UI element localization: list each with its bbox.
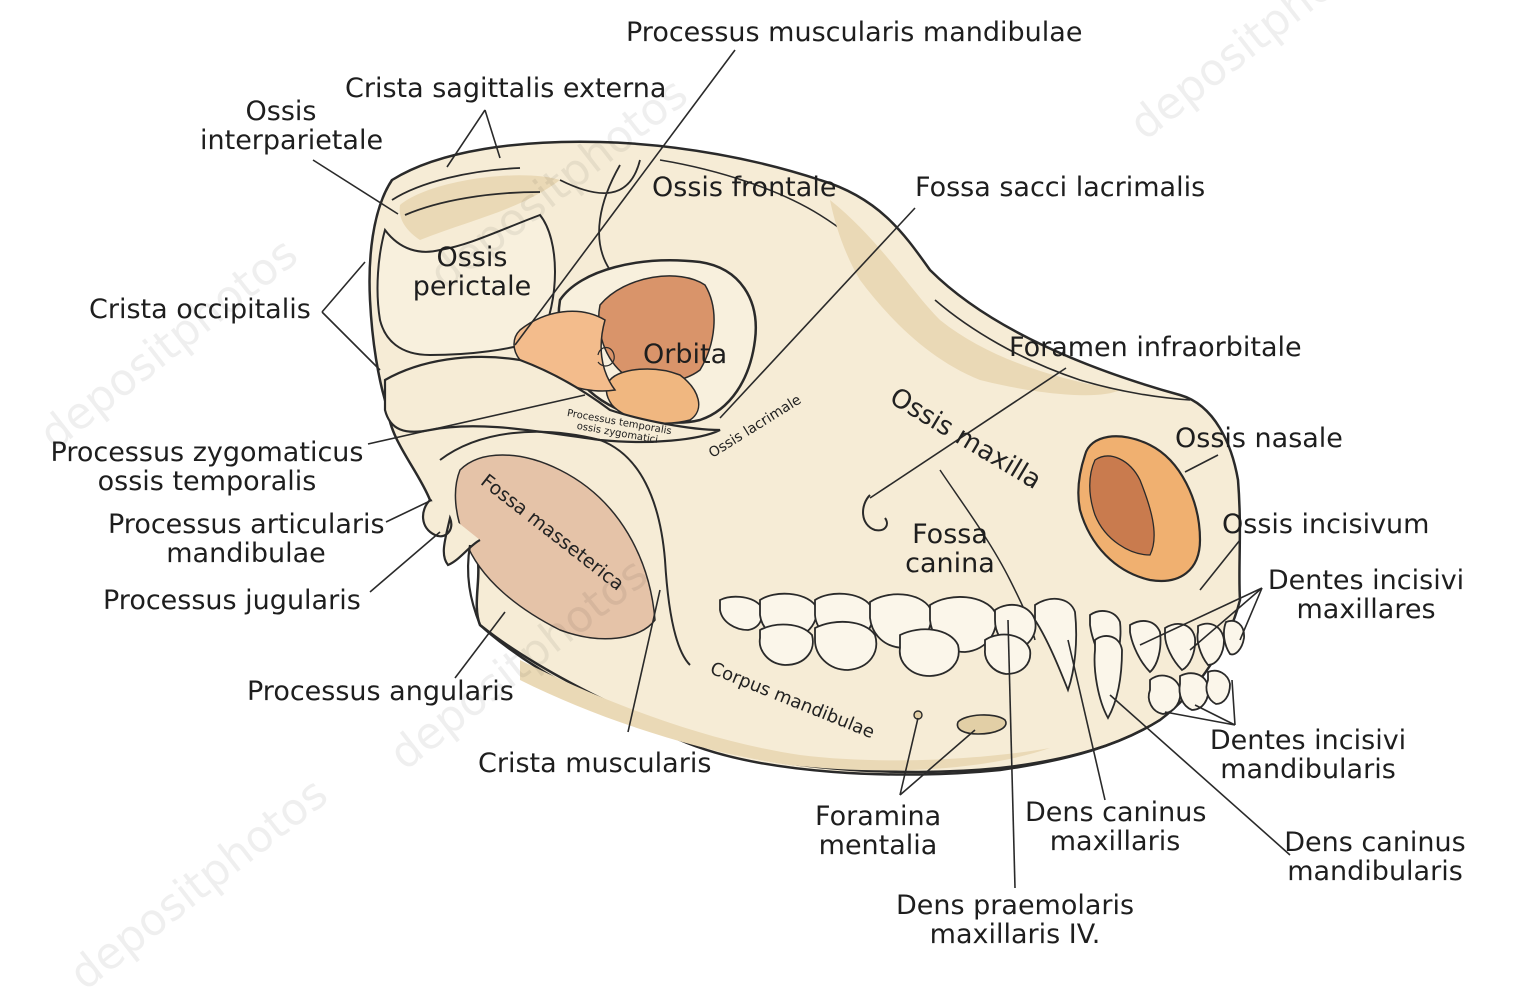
label-ossis-interparietale: Ossis interparietale <box>200 97 362 155</box>
mental-foramen-small <box>914 711 922 719</box>
label-dens-caninus-maxillaris: Dens caninus maxillaris <box>1025 798 1205 856</box>
label-crista-occipitalis: Crista occipitalis <box>89 295 311 324</box>
label-processus-jugularis: Processus jugularis <box>103 586 361 615</box>
label-processus-muscularis-mandibulae: Processus muscularis mandibulae <box>626 18 1082 47</box>
label-ossis-frontale: Ossis frontale <box>652 173 836 202</box>
label-processus-zygomaticus: Processus zygomaticus ossis temporalis <box>48 438 366 496</box>
label-processus-articularis: Processus articularis mandibulae <box>108 510 384 568</box>
label-crista-sagittalis-externa: Crista sagittalis externa <box>345 74 666 103</box>
label-dens-caninus-mandibularis: Dens caninus mandibularis <box>1282 828 1468 886</box>
mental-foramen-large <box>957 715 1006 734</box>
label-foramen-infraorbitale: Foramen infraorbitale <box>1009 333 1302 362</box>
label-fossa-canina: Fossa canina <box>900 520 1000 578</box>
label-foramina-mentalia: Foramina mentalia <box>815 802 941 860</box>
label-ossis-incisivum: Ossis incisivum <box>1222 510 1429 539</box>
label-ossis-perictale: Ossis perictale <box>412 243 532 301</box>
label-fossa-sacci-lacrimalis: Fossa sacci lacrimalis <box>915 173 1205 202</box>
leader-ossis-interparietale <box>313 160 398 214</box>
label-crista-muscularis: Crista muscularis <box>478 749 711 778</box>
label-dentes-incisivi-mandibularis: Dentes incisivi mandibularis <box>1205 726 1411 784</box>
label-orbita: Orbita <box>643 340 727 369</box>
label-processus-angularis: Processus angularis <box>247 677 514 706</box>
label-dens-praemolaris: Dens praemolaris maxillaris IV. <box>896 891 1134 949</box>
label-ossis-nasale: Ossis nasale <box>1175 424 1343 453</box>
label-dentes-incisivi-maxillares: Dentes incisivi maxillares <box>1266 566 1466 624</box>
